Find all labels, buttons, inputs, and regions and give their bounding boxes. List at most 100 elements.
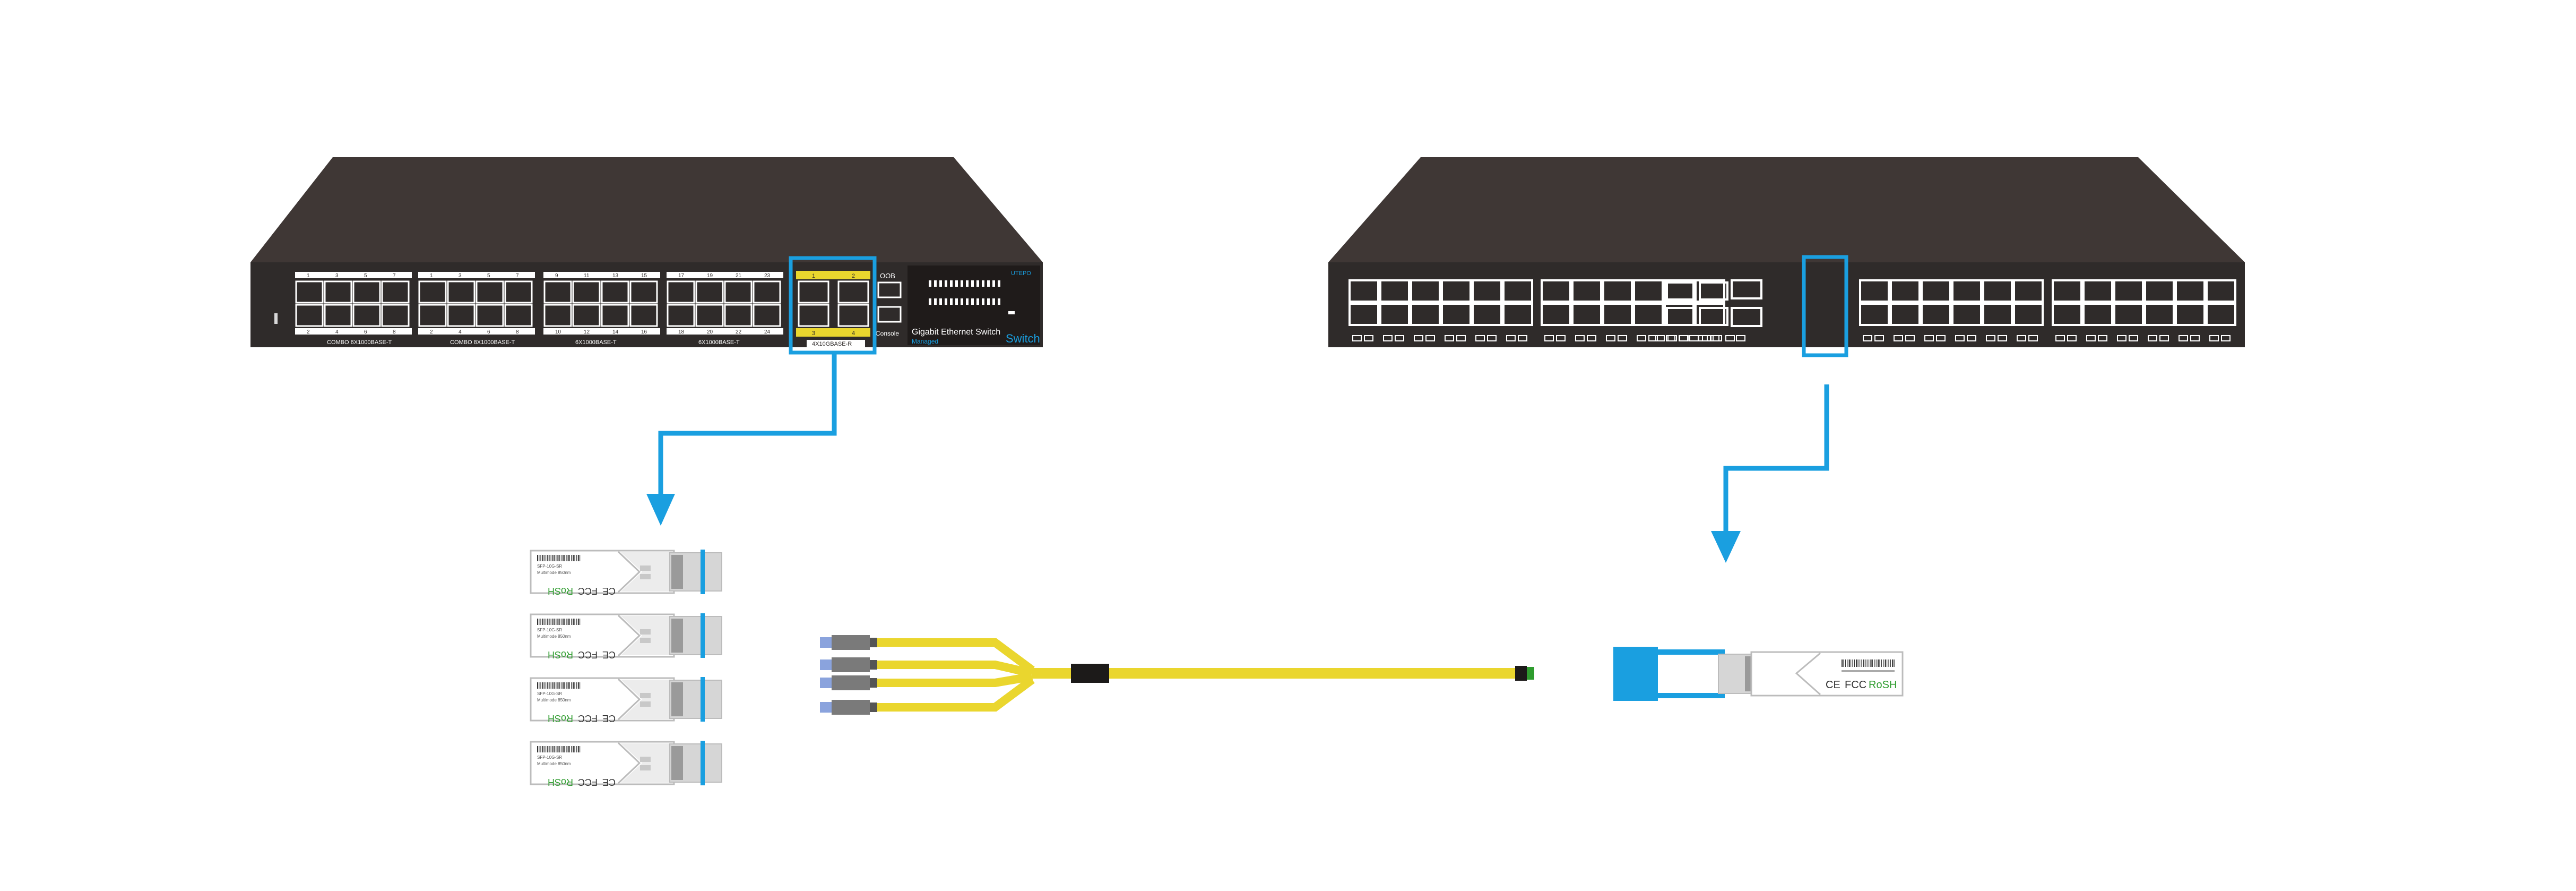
rj45-port[interactable] xyxy=(1859,279,1890,303)
rj45-port[interactable] xyxy=(2113,279,2144,303)
qsfp-port-2[interactable] xyxy=(1731,307,1762,327)
barcode-icon xyxy=(569,682,570,689)
rj45-port[interactable] xyxy=(1571,303,1602,326)
rj45-port[interactable] xyxy=(572,304,601,327)
sfp-bail-icon[interactable] xyxy=(701,741,705,785)
rj45-port[interactable] xyxy=(1602,279,1633,303)
rj45-port[interactable] xyxy=(601,280,629,304)
sfp-port[interactable] xyxy=(1666,281,1696,301)
rj45-port[interactable] xyxy=(2013,279,2044,303)
rj45-port[interactable] xyxy=(1472,279,1502,303)
rj45-port[interactable] xyxy=(381,304,410,327)
rj45-port[interactable] xyxy=(324,280,352,304)
rj45-port[interactable] xyxy=(447,280,476,304)
sfp-plus-port-4[interactable] xyxy=(837,304,869,327)
sfp-port[interactable] xyxy=(1699,307,1728,326)
rj45-port[interactable] xyxy=(2206,303,2236,326)
rj45-port[interactable] xyxy=(1890,303,1921,326)
rj45-port[interactable] xyxy=(1502,279,1533,303)
rj45-port[interactable] xyxy=(324,304,352,327)
rj45-port[interactable] xyxy=(1982,303,2013,326)
console-port[interactable] xyxy=(877,306,902,323)
rj45-port[interactable] xyxy=(1571,279,1602,303)
rj45-port[interactable] xyxy=(572,280,601,304)
sfp-bail-icon[interactable] xyxy=(701,550,705,594)
rj45-port[interactable] xyxy=(1541,303,1571,326)
rj45-port[interactable] xyxy=(418,304,447,327)
rj45-port[interactable] xyxy=(2052,303,2082,326)
rj45-port[interactable] xyxy=(724,304,753,327)
rj45-port[interactable] xyxy=(2013,303,2044,326)
rj45-port[interactable] xyxy=(1410,279,1441,303)
barcode-icon xyxy=(557,619,559,625)
qsfp-pull-tab[interactable] xyxy=(1613,647,1658,701)
rj45-port[interactable] xyxy=(1410,303,1441,326)
rj45-port[interactable] xyxy=(1921,279,1951,303)
sfp-port[interactable] xyxy=(1666,307,1696,326)
rj45-port[interactable] xyxy=(1348,303,1379,326)
sfp-plus-port-2[interactable] xyxy=(837,280,869,304)
rj45-port[interactable] xyxy=(1633,303,1664,326)
rj45-port[interactable] xyxy=(1502,303,1533,326)
rj45-port[interactable] xyxy=(418,280,447,304)
rj45-port[interactable] xyxy=(629,304,658,327)
rj45-port[interactable] xyxy=(1982,279,2013,303)
rj45-port[interactable] xyxy=(1633,279,1664,303)
rj45-port[interactable] xyxy=(695,280,724,304)
sfp-port[interactable] xyxy=(1699,281,1728,301)
rj45-port[interactable] xyxy=(1379,279,1410,303)
led xyxy=(961,298,963,305)
rj45-port[interactable] xyxy=(1441,279,1472,303)
rj45-port[interactable] xyxy=(667,304,695,327)
rj45-port[interactable] xyxy=(543,280,572,304)
rj45-port[interactable] xyxy=(1951,279,1982,303)
rj45-port[interactable] xyxy=(2113,303,2144,326)
rj45-port[interactable] xyxy=(504,304,533,327)
sfp-chevron xyxy=(617,678,641,721)
rj45-port[interactable] xyxy=(2175,303,2206,326)
barcode-icon xyxy=(576,555,577,561)
rj45-port[interactable] xyxy=(2144,279,2175,303)
rj45-port[interactable] xyxy=(753,280,781,304)
rj45-port[interactable] xyxy=(1541,279,1571,303)
rj45-port[interactable] xyxy=(1921,303,1951,326)
rj45-port[interactable] xyxy=(629,280,658,304)
rj45-port[interactable] xyxy=(667,280,695,304)
rj45-port[interactable] xyxy=(1472,303,1502,326)
rj45-port[interactable] xyxy=(476,304,504,327)
rj45-port[interactable] xyxy=(2206,279,2236,303)
rj45-port[interactable] xyxy=(1890,279,1921,303)
rj45-port[interactable] xyxy=(2144,303,2175,326)
rj45-port[interactable] xyxy=(724,280,753,304)
rj45-port[interactable] xyxy=(1441,303,1472,326)
rj45-port[interactable] xyxy=(695,304,724,327)
rj45-port[interactable] xyxy=(601,304,629,327)
rj45-port[interactable] xyxy=(1951,303,1982,326)
rj45-port[interactable] xyxy=(1348,279,1379,303)
qsfp-port-1[interactable] xyxy=(1731,279,1762,299)
rj45-port[interactable] xyxy=(295,280,324,304)
rj45-port[interactable] xyxy=(2082,279,2113,303)
port-number: 20 xyxy=(707,329,713,335)
rj45-port[interactable] xyxy=(504,280,533,304)
sfp-plus-port-3[interactable] xyxy=(798,304,829,327)
sfp-bail-icon[interactable] xyxy=(701,677,705,722)
rj45-port[interactable] xyxy=(1859,303,1890,326)
rj45-port[interactable] xyxy=(753,304,781,327)
rj45-port[interactable] xyxy=(447,304,476,327)
rj45-port[interactable] xyxy=(295,304,324,327)
rj45-port[interactable] xyxy=(2175,279,2206,303)
sfp-bail-icon[interactable] xyxy=(701,613,705,658)
rj45-port[interactable] xyxy=(1602,303,1633,326)
rj45-port[interactable] xyxy=(381,280,410,304)
sfp-plus-port-1[interactable] xyxy=(798,280,829,304)
oob-port[interactable] xyxy=(877,281,902,298)
rj45-port[interactable] xyxy=(2052,279,2082,303)
rj45-port[interactable] xyxy=(352,304,381,327)
rj45-port[interactable] xyxy=(543,304,572,327)
rj45-port[interactable] xyxy=(2082,303,2113,326)
rj45-port[interactable] xyxy=(352,280,381,304)
rj45-port[interactable] xyxy=(476,280,504,304)
port-led xyxy=(1364,335,1373,341)
rj45-port[interactable] xyxy=(1379,303,1410,326)
